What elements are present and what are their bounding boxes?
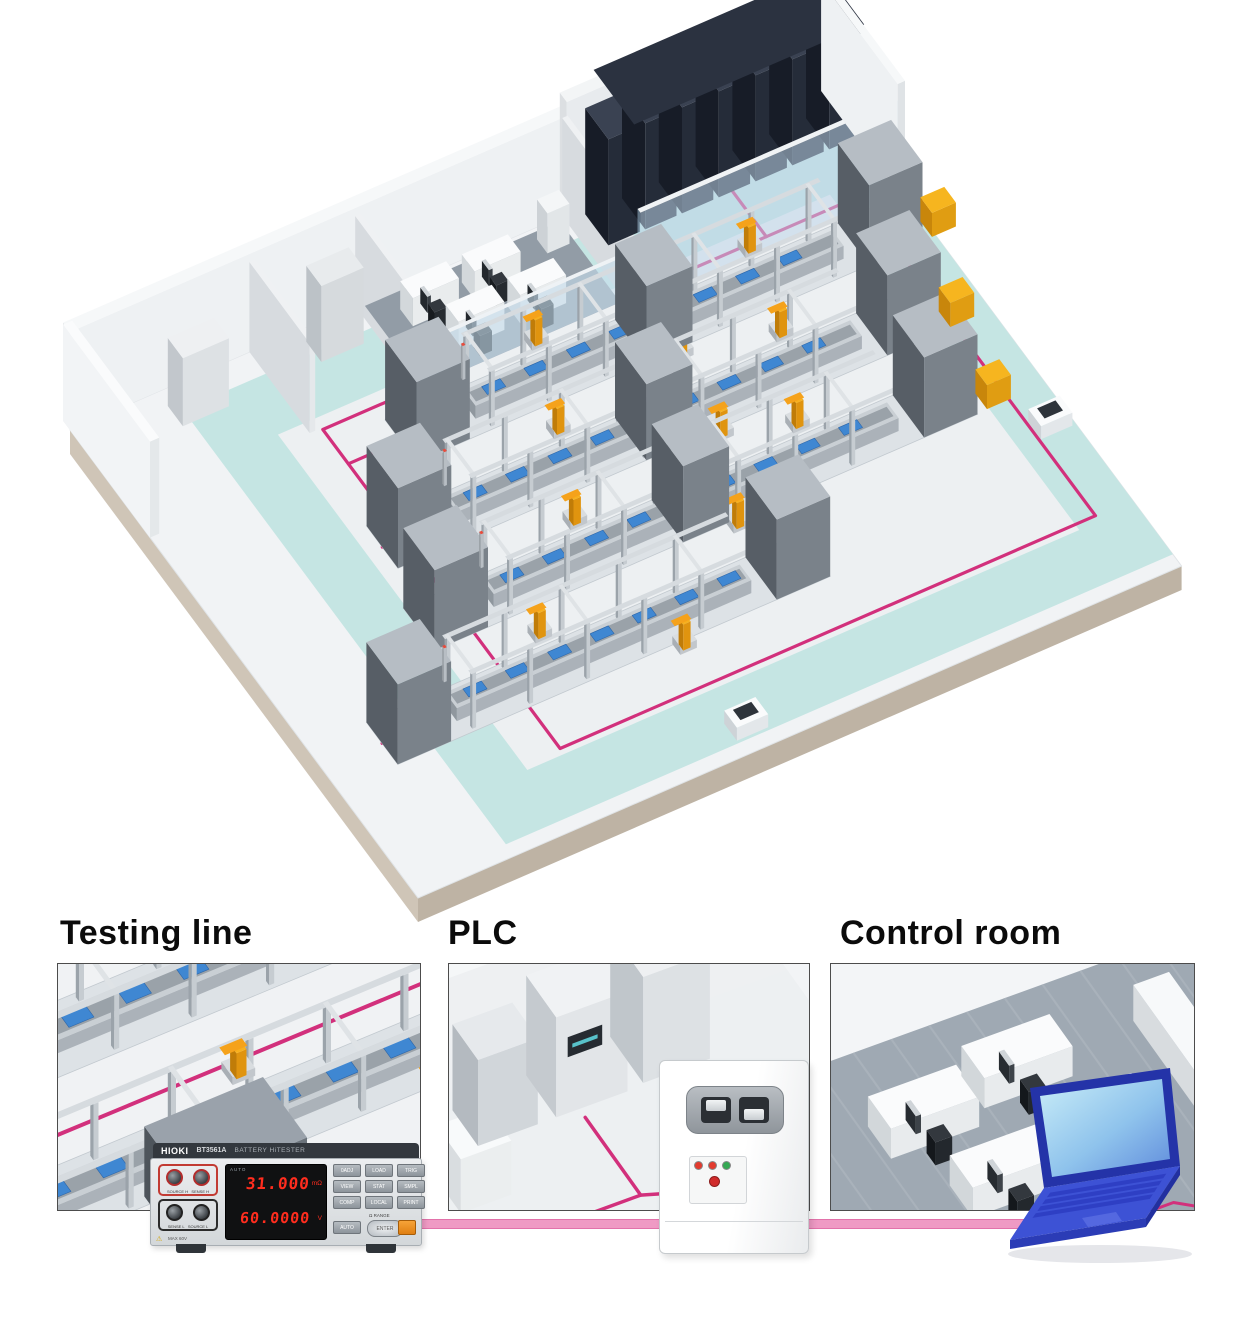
plc-switch-panel bbox=[686, 1086, 784, 1134]
print-button: PRINT bbox=[397, 1196, 425, 1209]
section-title-testing-line: Testing line bbox=[60, 914, 253, 952]
stat-button: STAT bbox=[365, 1180, 393, 1193]
measurement-display: AUTO 31.000 mΩ 60.0000 V bbox=[225, 1164, 327, 1240]
display-annunciator: AUTO bbox=[230, 1167, 247, 1172]
max-voltage-label: MAX 60V bbox=[168, 1236, 188, 1241]
section-title-control-room: Control room bbox=[840, 914, 1062, 952]
indicator-lamp-red bbox=[708, 1161, 717, 1170]
terminal-label-top: SOURCE H SENSE H bbox=[166, 1189, 209, 1194]
laptop-illustration bbox=[1000, 1066, 1205, 1271]
plc-switch-window bbox=[739, 1097, 769, 1123]
instrument-front-panel: SOURCE H SENSE H SENSE L SOURCE L ⚠ MAX … bbox=[150, 1158, 425, 1246]
laptop-svg bbox=[1008, 1068, 1192, 1263]
view-button: VIEW bbox=[333, 1180, 361, 1193]
smpl-button: SMPL bbox=[397, 1180, 425, 1193]
resistance-readout: 31.000 bbox=[245, 1174, 311, 1193]
resistance-unit: mΩ bbox=[311, 1180, 322, 1187]
terminal-label-bottom: SENSE L SOURCE L bbox=[167, 1224, 209, 1229]
auto-button: AUTO bbox=[333, 1221, 361, 1234]
factory-floor-svg bbox=[63, 0, 1183, 922]
indicator-lamp-red bbox=[694, 1161, 703, 1170]
instrument-type-label: BATTERY HiTESTER bbox=[234, 1147, 306, 1154]
zero-adjust-button: 0ADJ bbox=[333, 1164, 361, 1177]
trig-button: TRIG bbox=[397, 1164, 425, 1177]
instrument-top-cap: HIOKI BT3561A BATTERY HiTESTER bbox=[153, 1143, 419, 1158]
instrument-foot bbox=[366, 1244, 396, 1253]
terminal-post bbox=[193, 1204, 210, 1221]
plc-indicator-panel bbox=[689, 1156, 747, 1204]
cabinet-seam bbox=[665, 1221, 803, 1222]
plc-cabinet bbox=[659, 1060, 809, 1254]
indicator-lamp-green bbox=[722, 1161, 731, 1170]
factory-illustration bbox=[63, 0, 1183, 922]
section-title-plc: PLC bbox=[448, 914, 518, 952]
source-terminal-group: SOURCE H SENSE H bbox=[158, 1164, 218, 1196]
instrument-foot bbox=[176, 1244, 206, 1253]
instrument-brand: HIOKI bbox=[161, 1145, 189, 1156]
voltage-unit: V bbox=[317, 1215, 322, 1222]
comp-button: COMP bbox=[333, 1196, 361, 1209]
start-button bbox=[398, 1220, 416, 1235]
rocker-switch bbox=[744, 1109, 764, 1120]
battery-tester: HIOKI BT3561A BATTERY HiTESTER SOURCE H … bbox=[150, 1143, 425, 1257]
terminal-post bbox=[193, 1169, 210, 1186]
emergency-button bbox=[709, 1176, 720, 1187]
key-panel: 0ADJ LOAD TRIG VIEW STAT SMPL COMP LOCAL… bbox=[329, 1159, 425, 1245]
terminal-block: SOURCE H SENSE H SENSE L SOURCE L ⚠ MAX … bbox=[151, 1159, 223, 1245]
warning-icon: ⚠ bbox=[156, 1236, 163, 1243]
terminal-post bbox=[166, 1204, 183, 1221]
range-label: Ω RANGE bbox=[369, 1213, 390, 1218]
load-button: LOAD bbox=[365, 1164, 393, 1177]
terminal-post bbox=[166, 1169, 183, 1186]
sense-terminal-group: SENSE L SOURCE L bbox=[158, 1199, 218, 1231]
plc-switch-window bbox=[701, 1097, 731, 1123]
voltage-readout: 60.0000 bbox=[238, 1209, 311, 1227]
instrument-model: BT3561A bbox=[196, 1147, 227, 1154]
local-button: LOCAL bbox=[365, 1196, 393, 1209]
rocker-switch bbox=[706, 1100, 726, 1111]
